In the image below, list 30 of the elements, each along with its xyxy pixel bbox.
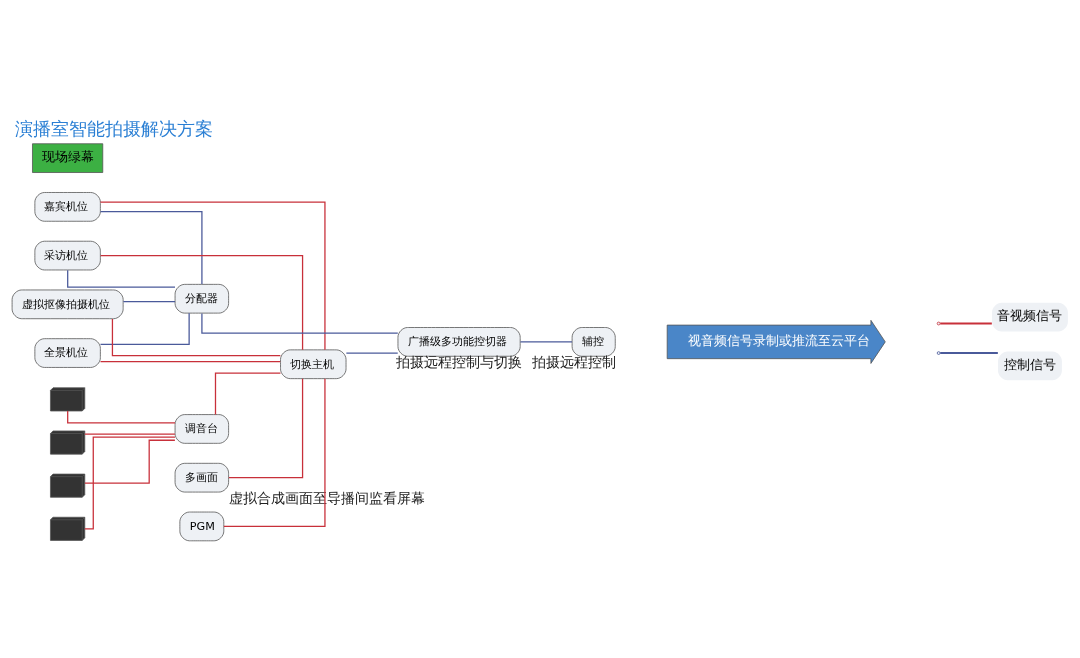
connector xyxy=(214,371,282,415)
diagram-title: 演播室智能拍摄解决方案 xyxy=(15,118,214,139)
node-box: 虚拟抠像拍摄机位 xyxy=(11,289,124,319)
node-box: 调音台 xyxy=(174,413,229,444)
connector xyxy=(99,200,326,350)
connector xyxy=(84,432,176,435)
legend-label: 音视频信号 xyxy=(997,307,1063,323)
connector xyxy=(99,312,190,345)
node-box: 采访机位 xyxy=(34,240,101,270)
node-box: PGM xyxy=(179,511,225,541)
connector xyxy=(345,351,399,354)
connector xyxy=(84,439,176,484)
connector xyxy=(99,210,203,285)
node-box: 多画面 xyxy=(174,462,229,492)
connector xyxy=(84,436,176,529)
connector xyxy=(111,317,281,356)
node-box: 分配器 xyxy=(174,283,229,313)
connector xyxy=(223,377,326,527)
connector xyxy=(228,377,304,478)
connector xyxy=(519,340,573,342)
connector xyxy=(122,300,176,302)
connector xyxy=(99,254,304,350)
connector xyxy=(67,269,176,288)
node-box: 嘉宾机位 xyxy=(34,191,101,222)
node-box: 切换主机 xyxy=(280,348,347,379)
connector xyxy=(99,360,281,362)
node-box: 全景机位 xyxy=(34,337,101,368)
legend-label: 控制信号 xyxy=(1003,356,1056,372)
connector xyxy=(201,312,399,334)
node-box: 现场绿幕 xyxy=(32,142,104,173)
